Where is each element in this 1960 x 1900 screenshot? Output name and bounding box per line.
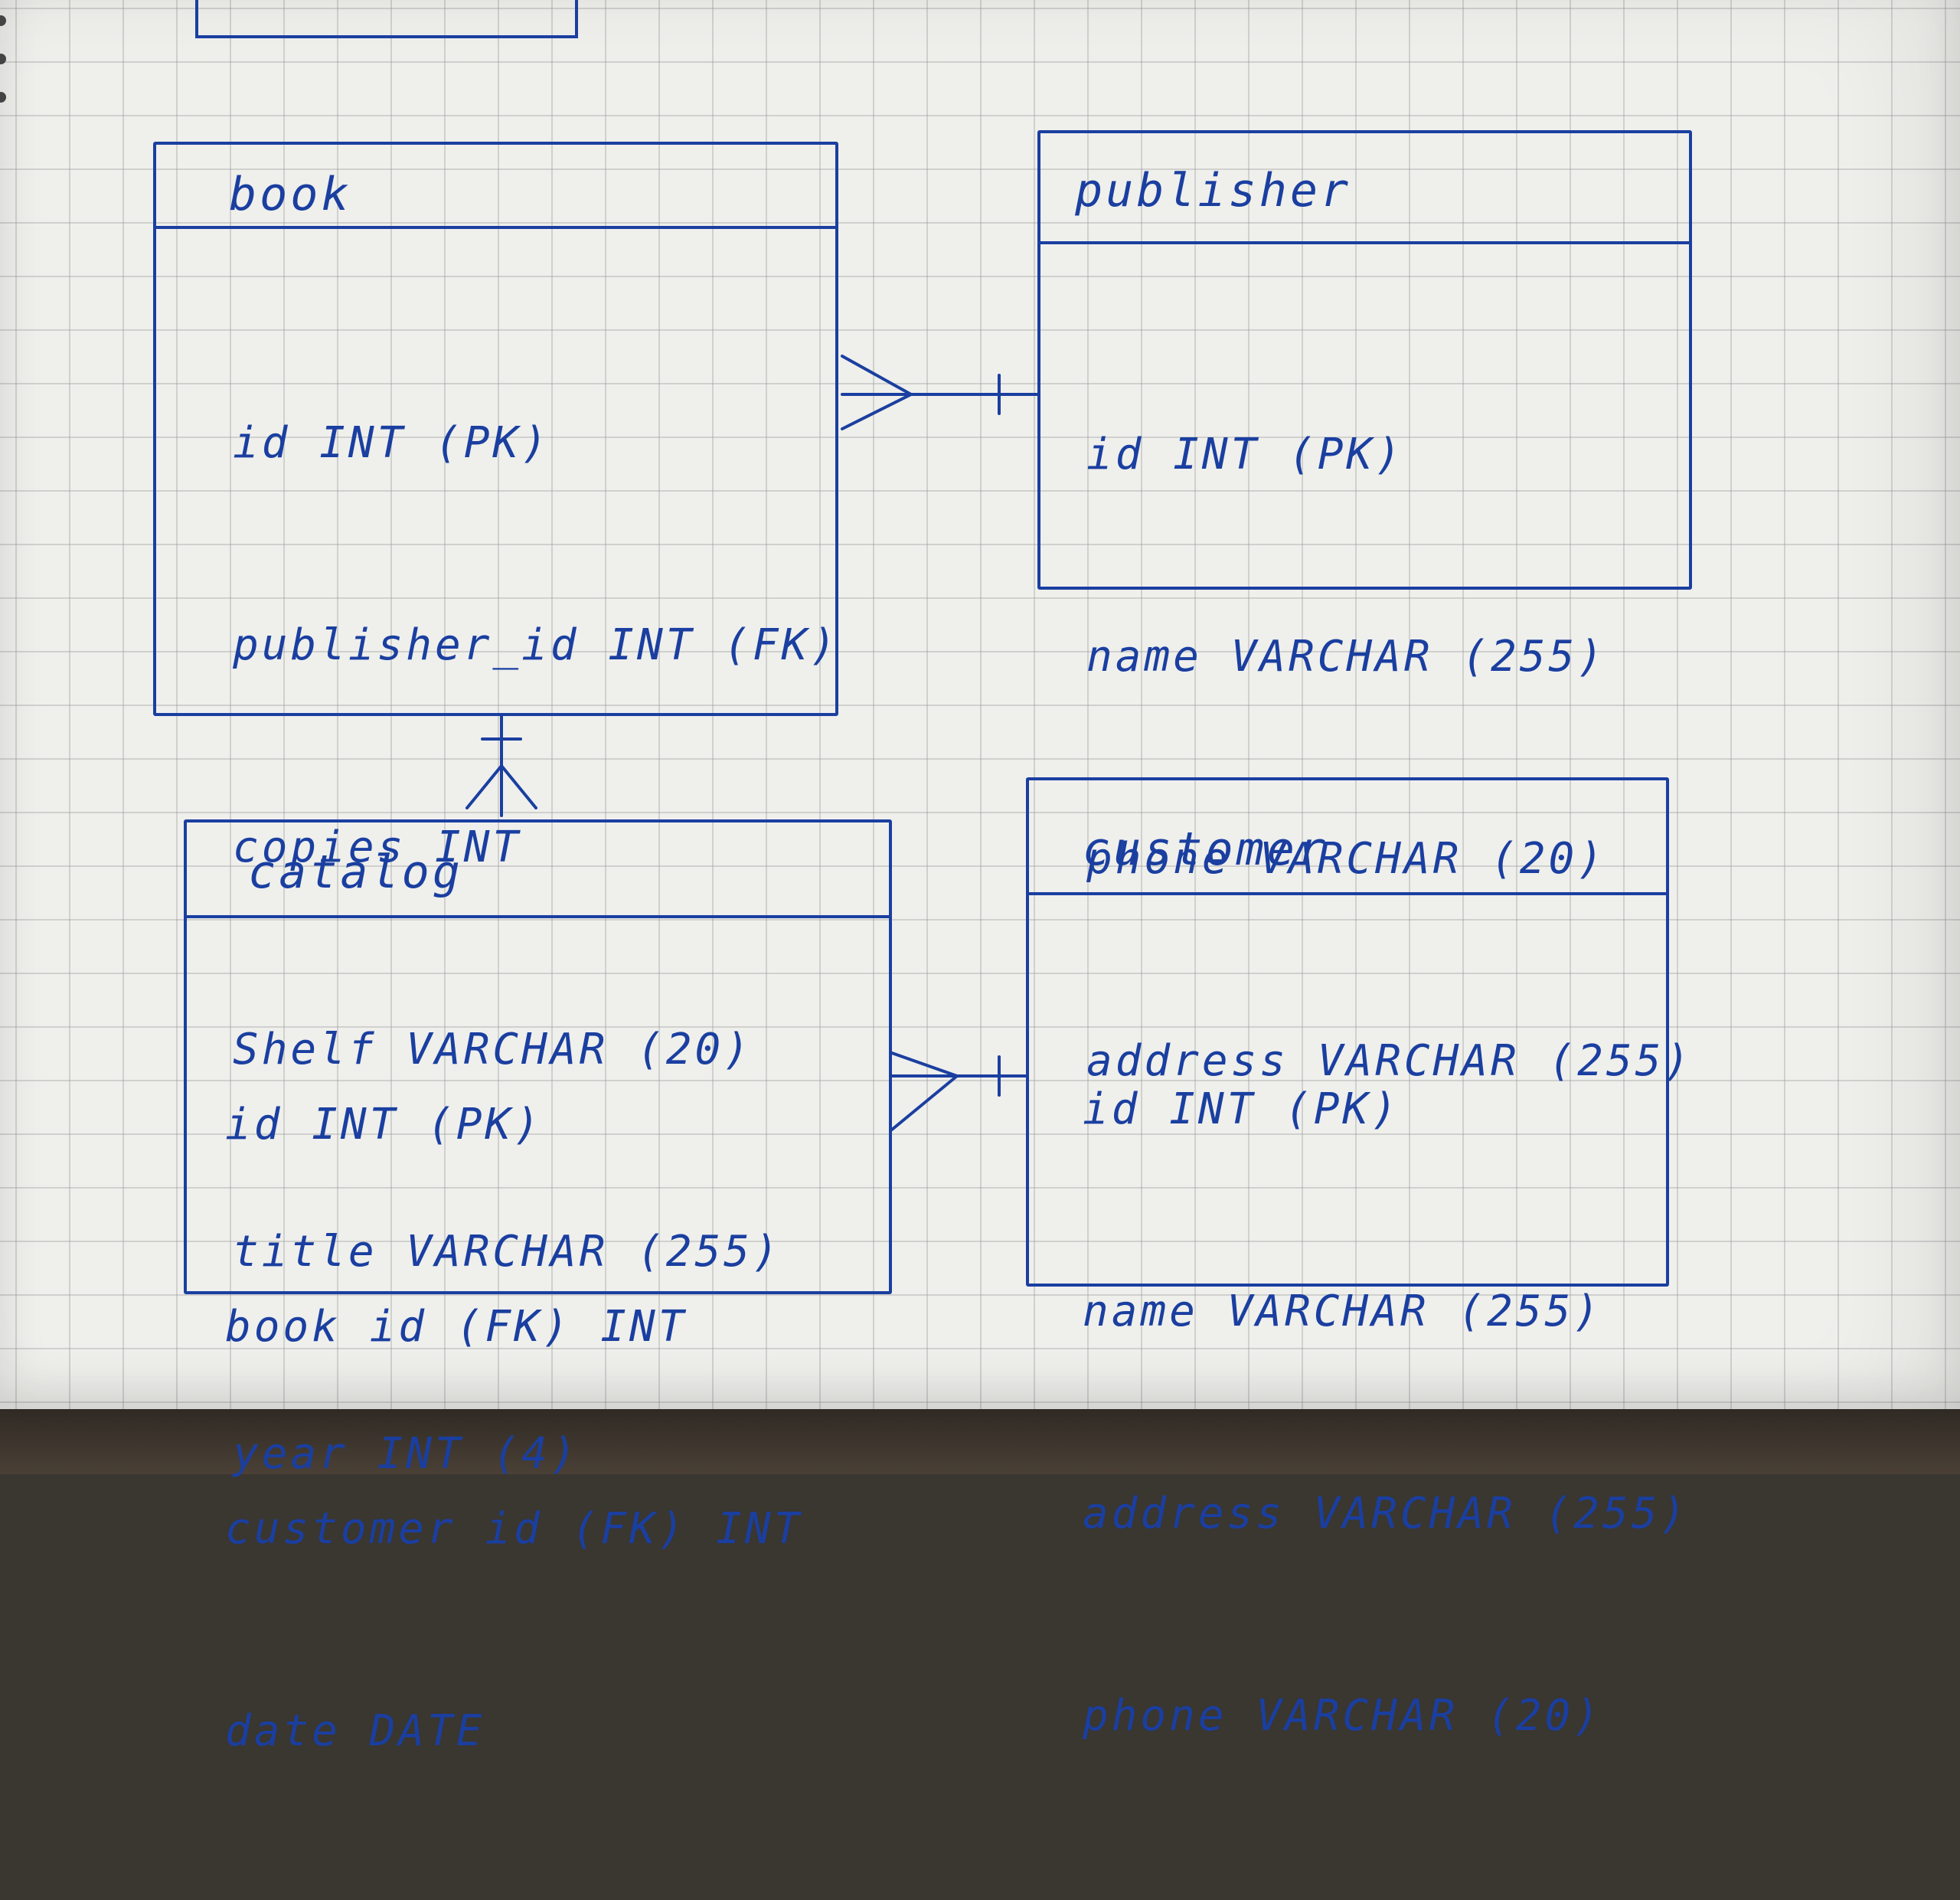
field-row: address VARCHAR (255) — [1086, 1036, 1694, 1086]
table-publisher-title: publisher — [1075, 164, 1352, 217]
table-book-title: book — [229, 168, 352, 221]
binder-ring-icon — [0, 54, 6, 64]
field-row: id INT (PK) — [225, 1100, 543, 1149]
table-catalog-header: catalog — [187, 822, 889, 918]
partial-box-top — [195, 0, 578, 38]
relationship-catalog-book — [466, 715, 537, 817]
field-row: phone VARCHAR (20) — [1083, 1691, 1602, 1741]
binder-ring-icon — [0, 92, 6, 103]
table-book-header: book — [156, 145, 835, 229]
table-customer-header: customer — [1029, 780, 1666, 895]
field-row: copies INT — [233, 822, 522, 872]
table-publisher-header: publisher — [1040, 133, 1689, 244]
field-row: publisher_id INT (FK) — [233, 620, 840, 670]
desk-surface — [0, 1409, 1960, 1474]
field-row: id INT (PK) — [233, 418, 550, 468]
table-customer-title: customer — [1083, 822, 1328, 876]
relationship-book-publisher — [841, 355, 1039, 430]
binder-ring-icon — [0, 15, 6, 26]
table-publisher: publisher id INT (PK) name VARCHAR (255)… — [1037, 130, 1692, 1086]
table-publisher-fields: id INT (PK) name VARCHAR (255) phone VAR… — [1086, 286, 1693, 1230]
field-row: id INT (PK) — [1086, 430, 1404, 479]
field-row: date DATE — [225, 1706, 485, 1756]
field-row: Shelf VARCHAR (20) — [233, 1025, 753, 1074]
field-row: customer id (FK) INT — [225, 1504, 803, 1554]
field-row: book id (FK) INT — [225, 1302, 688, 1352]
table-book: book id INT (PK) publisher_id INT (FK) c… — [153, 142, 838, 1479]
table-catalog-title: catalog — [248, 845, 463, 899]
field-row: name VARCHAR (255) — [1086, 632, 1606, 682]
relationship-catalog-customer — [890, 1051, 1027, 1131]
field-row: name VARCHAR (255) — [1083, 1287, 1602, 1336]
table-book-fields: id INT (PK) publisher_id INT (FK) copies… — [233, 275, 839, 1623]
field-row: year INT (4) — [233, 1429, 580, 1479]
field-row: id INT (PK) — [1083, 1084, 1400, 1134]
graph-paper — [0, 0, 1960, 1417]
relationship-lines — [466, 355, 1039, 1131]
field-row: phone VARCHAR (20) — [1086, 834, 1606, 884]
field-row: address VARCHAR (255) — [1083, 1489, 1690, 1539]
field-row: title VARCHAR (255) — [233, 1227, 782, 1277]
